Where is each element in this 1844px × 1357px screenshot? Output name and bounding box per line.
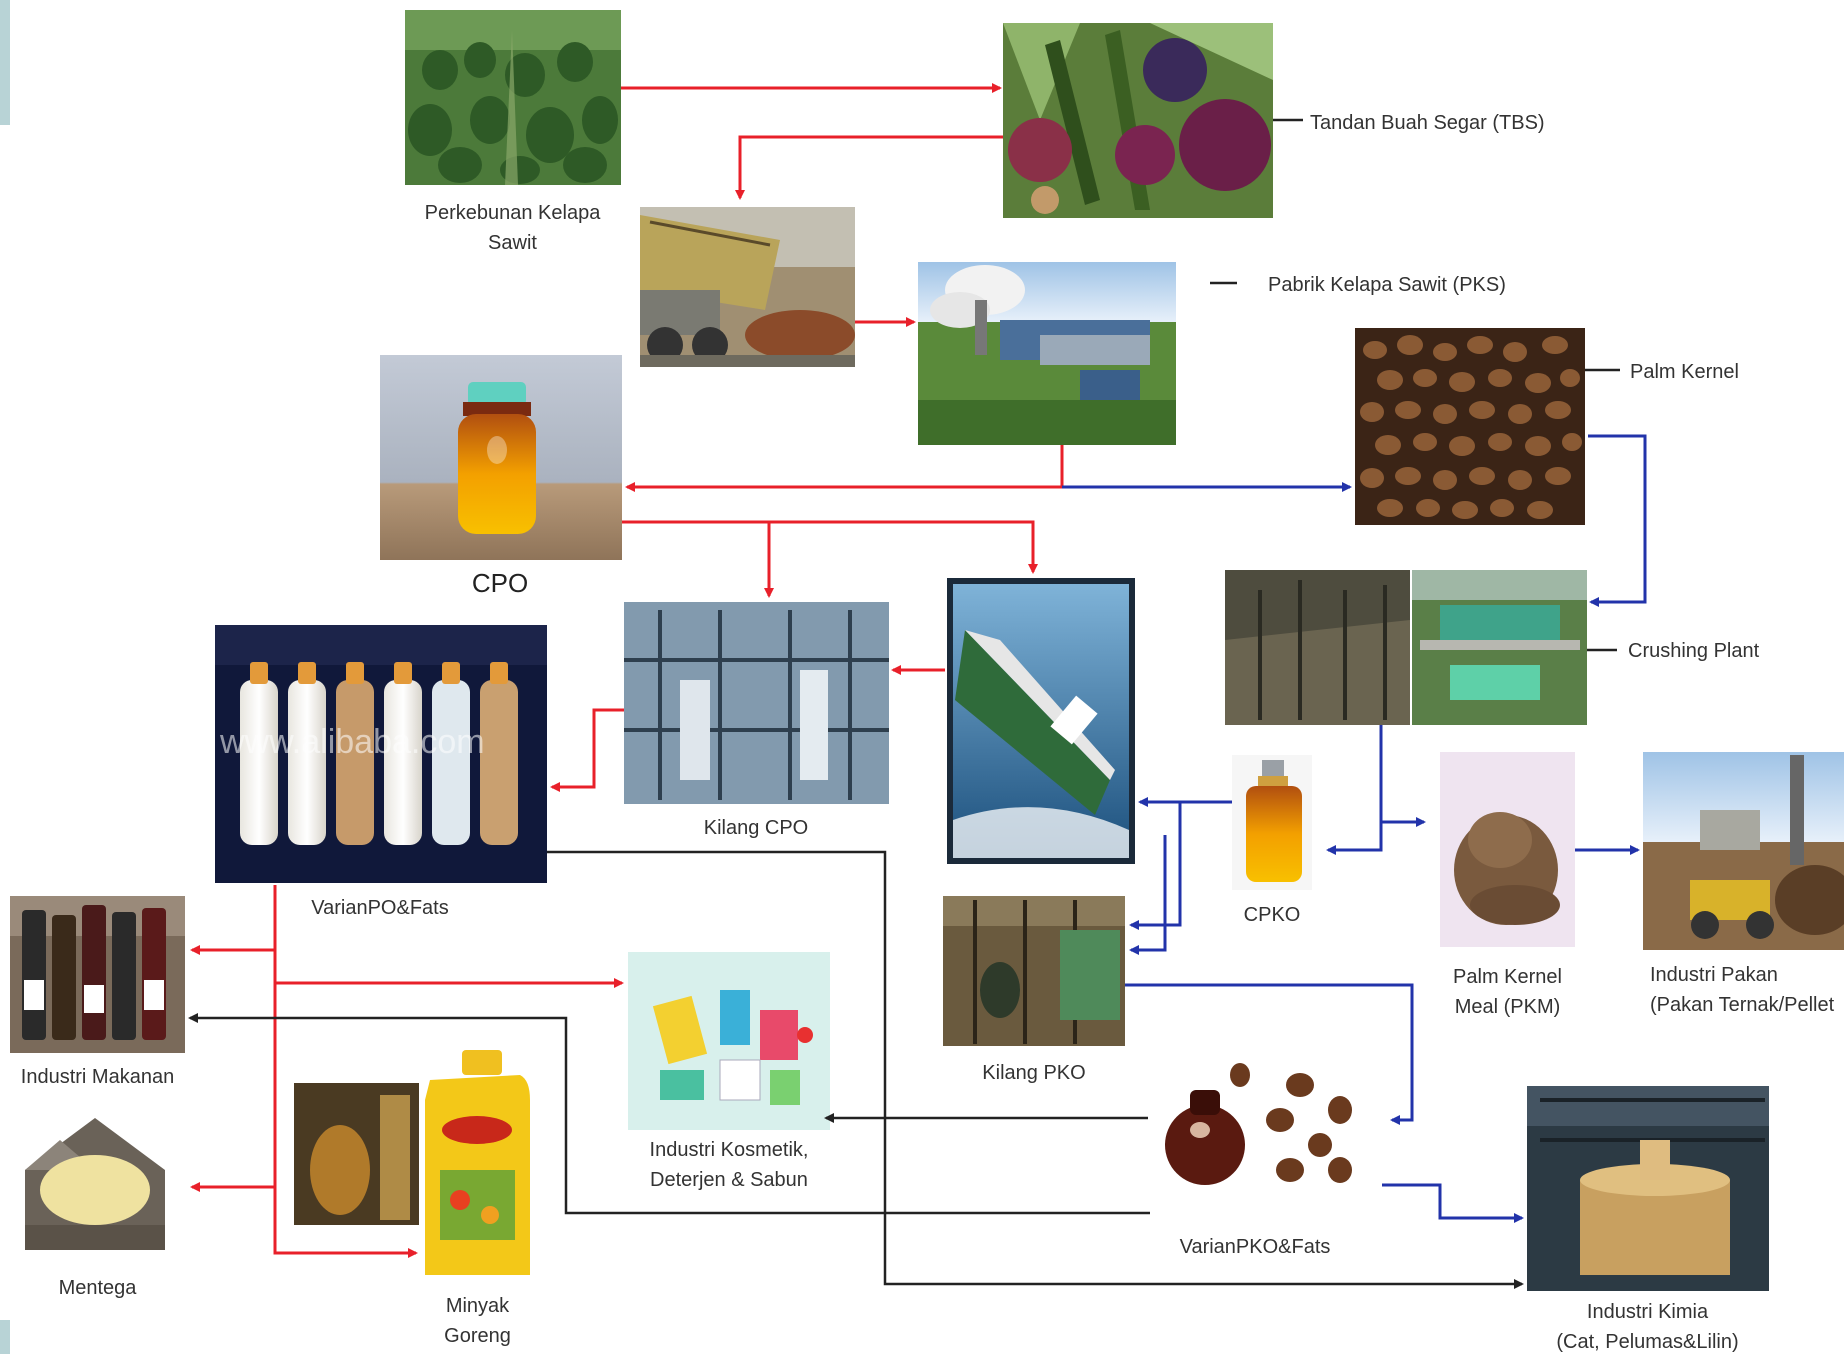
palm-kernel-meal-image	[1440, 752, 1575, 947]
label-kilang-cpo: Kilang CPO	[703, 817, 809, 839]
cpo-jar-image	[380, 355, 622, 560]
edge-strip-top	[0, 0, 10, 125]
tanker-ship-image	[947, 578, 1135, 864]
kilang-cpo-image	[624, 602, 889, 804]
label-perkebunan: Perkebunan Kelapa Sawit	[424, 202, 601, 254]
label-pks: Pabrik Kelapa Sawit (PKS)	[1268, 274, 1506, 296]
label-palm-kernel: Palm Kernel	[1630, 361, 1739, 383]
label-makanan: Industri Makanan	[20, 1066, 175, 1088]
plantation-image	[405, 10, 621, 185]
feed-industry-image	[1643, 752, 1844, 950]
dump-truck-image	[640, 207, 855, 367]
label-varian-pko: VarianPKO&Fats	[1179, 1236, 1331, 1258]
palm-oil-mill-image	[918, 262, 1176, 445]
food-industry-image	[10, 896, 185, 1053]
palm-kernels-image	[1355, 328, 1585, 525]
label-mentega: Mentega	[58, 1277, 137, 1299]
varian-po-bottles-image: www.alibaba.com	[215, 625, 547, 883]
blue-flow-lines	[1062, 434, 1647, 1223]
kilang-pko-image	[943, 896, 1125, 1046]
butter-box-image	[10, 1118, 186, 1258]
label-tbs: Tandan Buah Segar (TBS)	[1310, 112, 1545, 134]
crushing-plant-image	[1225, 570, 1587, 725]
label-cpo: CPO	[471, 568, 529, 598]
cooking-oil-image	[294, 1050, 530, 1275]
varian-pko-image	[1148, 1055, 1368, 1235]
label-minyak-goreng: Minyak Goreng	[444, 1295, 511, 1347]
red-flow-lines	[190, 83, 1064, 1258]
label-cpko: CPKO	[1243, 904, 1301, 926]
label-kilang-pko: Kilang PKO	[982, 1062, 1086, 1084]
black-flow-lines	[188, 118, 1620, 1289]
label-kimia: Industri Kimia (Cat, Pelumas&Lilin)	[1556, 1301, 1739, 1353]
fresh-fruit-bunch-image	[1003, 23, 1273, 218]
watermark-text: www.alibaba.com	[219, 723, 485, 761]
edge-strip-bottom	[0, 1320, 10, 1354]
cpko-bottle-image	[1232, 755, 1312, 890]
chemical-industry-image	[1527, 1086, 1769, 1291]
label-varian-po: VarianPO&Fats	[311, 897, 449, 919]
cosmetics-image	[628, 952, 830, 1130]
label-pakan: Industri Pakan (Pakan Ternak/Pellet	[1650, 964, 1835, 1016]
label-pkm: Palm Kernel Meal (PKM)	[1453, 966, 1562, 1018]
label-crushing-plant: Crushing Plant	[1628, 640, 1760, 662]
label-kosmetik: Industri Kosmetik, Deterjen & Sabun	[649, 1139, 809, 1191]
